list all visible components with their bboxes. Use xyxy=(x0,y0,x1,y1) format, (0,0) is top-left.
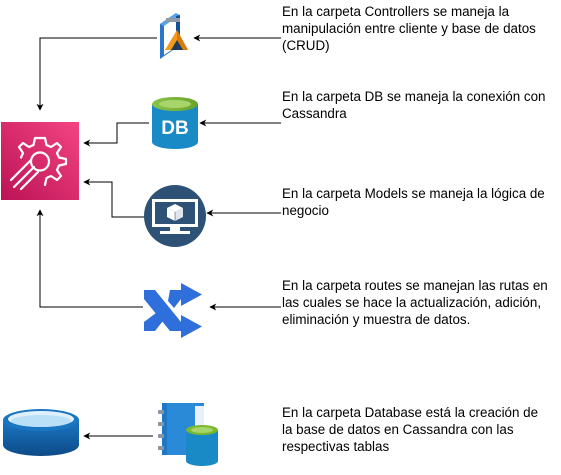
connector-routes-app xyxy=(36,209,143,308)
monitor-cube-icon xyxy=(144,185,206,247)
db-label: DB xyxy=(161,118,188,139)
database-disk-icon xyxy=(3,409,79,456)
note-database: En la carpeta Database está la creación … xyxy=(282,405,539,454)
shuffle-routes-icon xyxy=(144,283,202,338)
controllers-app-icon xyxy=(160,13,188,59)
connector-controllers-app xyxy=(36,37,157,111)
note-db: En la carpeta DB se maneja la conexión c… xyxy=(282,89,546,121)
connector-models-app xyxy=(83,178,145,218)
note-routes: En la carpeta routes se manejan las ruta… xyxy=(282,278,548,327)
connector-db-app xyxy=(83,122,149,147)
note-controllers: En la carpeta Controllers se maneja la m… xyxy=(282,4,536,53)
gear-service-icon xyxy=(1,122,79,200)
db-cylinder-icon: DB xyxy=(152,97,198,149)
book-database-icon xyxy=(158,403,218,466)
note-models: En la carpeta Models se maneja la lógica… xyxy=(282,186,545,218)
